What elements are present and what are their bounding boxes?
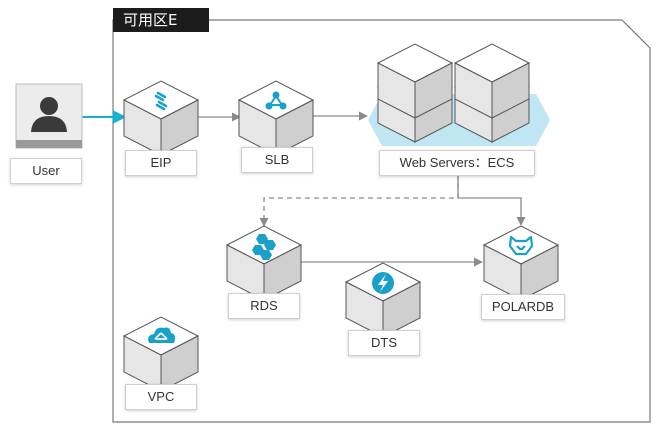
vpc-label: VPC [125,384,197,410]
web-to-polardb-connector [457,175,526,226]
availability-zone-boundary [112,19,651,423]
availability-zone-title: 可用区E [113,8,209,32]
rds-label: RDS [228,293,300,319]
ecs-cluster [368,43,550,146]
web-to-rds-connector [259,175,459,227]
rds-hexagon-icon [252,234,276,260]
slb-node[interactable] [238,80,314,156]
user-icon [31,97,67,132]
vpc-cloud-icon [148,327,175,343]
vpc-node[interactable] [123,316,199,392]
polardb-node[interactable] [483,225,559,301]
polardb-bear-icon [508,235,534,256]
dts-node[interactable] [345,262,421,338]
slb-network-icon [265,91,287,110]
eip-link-icon [154,91,168,111]
eip-node[interactable] [123,80,199,156]
dts-label: DTS [348,330,420,356]
user-node[interactable] [15,83,83,149]
dts-bolt-icon [372,272,394,294]
eip-label: EIP [125,150,197,176]
rds-node[interactable] [226,225,302,301]
web-servers-label: Web Servers：ECS [379,150,535,176]
slb-label: SLB [241,147,313,173]
user-label: User [10,158,82,184]
polardb-label: POLARDB [481,294,565,320]
